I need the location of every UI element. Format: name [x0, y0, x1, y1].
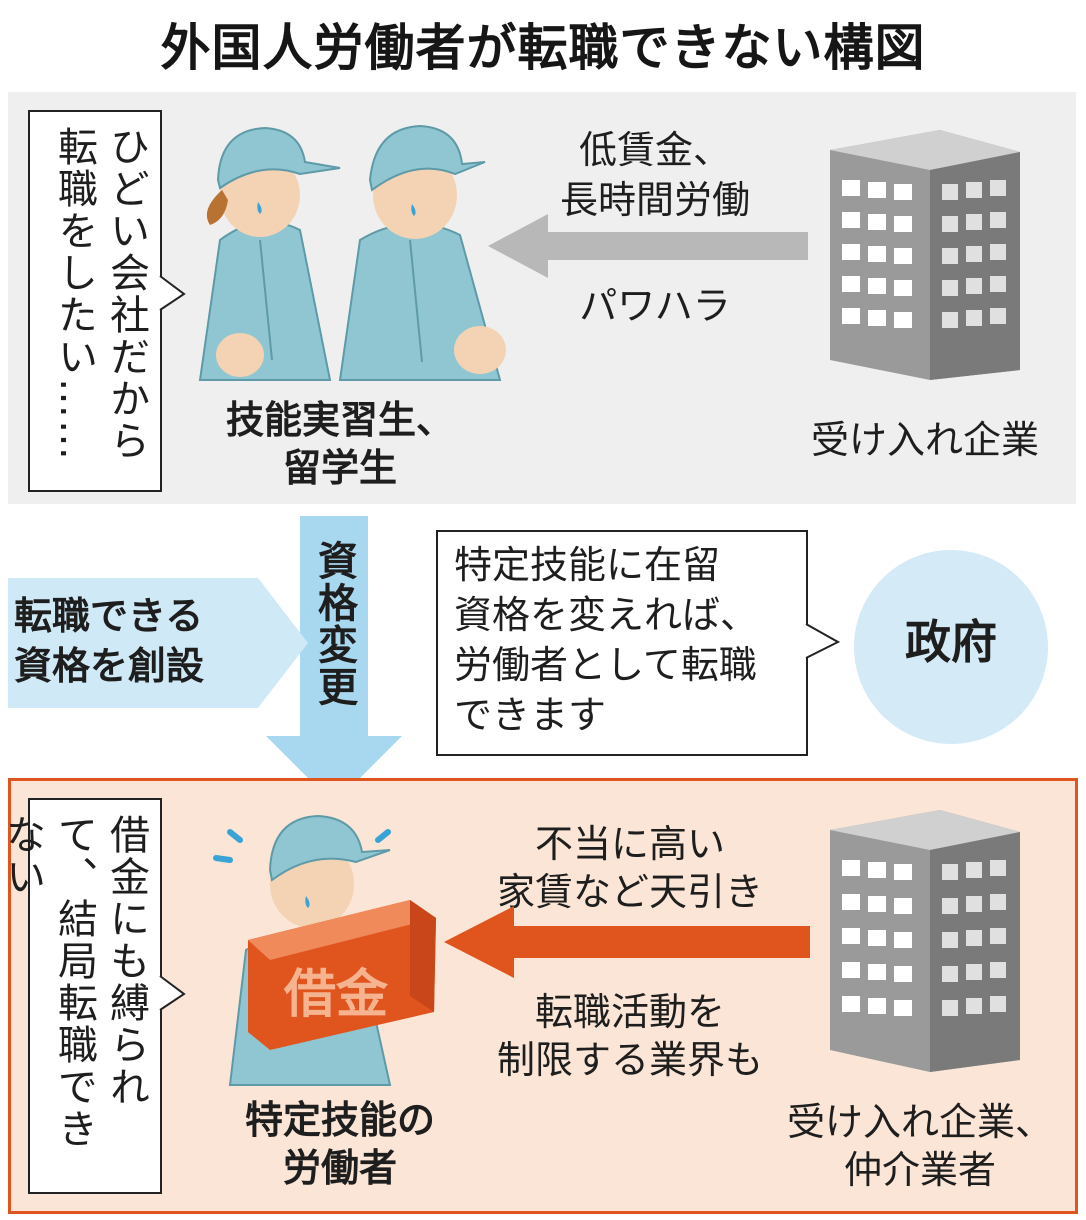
- gov-speech-line-4: できます: [454, 693, 607, 737]
- side-arrow-line1: 転職できる: [14, 594, 204, 638]
- down-arrow-icon: [266, 516, 402, 804]
- worker-speech-bubble: ひどい会社だから転職をしたい……: [28, 110, 162, 492]
- company-label: 受け入れ企業: [810, 418, 1039, 462]
- side-arrow-icon: [8, 578, 308, 708]
- bottom-company-label-line2: 仲介業者: [843, 1148, 996, 1192]
- government-circle: [854, 550, 1048, 744]
- government-label: 政府: [905, 615, 997, 669]
- bottom-worker-label-line2: 労働者: [282, 1146, 397, 1190]
- bottom-arrow-text-line2: 家賃など天引き: [496, 870, 763, 914]
- debt-label: 借金: [284, 965, 389, 1025]
- arrow-text-line2: 長時間労働: [559, 178, 750, 222]
- government-speech-bubble: 特定技能に在留 資格を変えれば、 労働者として転職 できます: [436, 530, 808, 756]
- building-icon: [830, 810, 1020, 1072]
- bottom-arrow-text-line1: 不当に高い: [534, 822, 725, 866]
- arrow-text-line3: パワハラ: [579, 284, 731, 328]
- speech-tail-icon: [805, 623, 841, 659]
- gov-speech-line-3: 労働者として転職: [454, 643, 757, 687]
- bottom-worker-speech-bubble: 借金にも縛られて、結局転職できない: [0, 798, 162, 1194]
- worker-label-line1: 技能実習生、: [225, 398, 454, 442]
- debt-worker-icon: [213, 814, 436, 1086]
- bottom-arrow-text-line4: 制限する業界も: [496, 1038, 763, 1082]
- gov-speech-line-2: 資格を変えれば、: [454, 593, 759, 637]
- left-arrow-icon: [444, 906, 810, 978]
- bottom-company-label-line1: 受け入れ企業、: [786, 1100, 1053, 1144]
- building-icon: [830, 130, 1020, 380]
- bottom-arrow-text-line3: 転職活動を: [534, 990, 725, 1034]
- left-arrow-icon: [488, 214, 808, 278]
- side-arrow-line2: 資格を創設: [14, 644, 205, 688]
- worker-label-line2: 留学生: [282, 446, 397, 490]
- worker-figures-icon: [198, 124, 506, 381]
- gov-speech-line-1: 特定技能に在留: [454, 543, 721, 587]
- page-title: 外国人労働者が転職できない構図: [160, 19, 926, 77]
- speech-tail-icon: [159, 275, 186, 311]
- bottom-worker-label-line1: 特定技能の: [244, 1098, 435, 1142]
- speech-tail-icon: [159, 975, 186, 1011]
- arrow-text-line1: 低賃金、: [578, 128, 731, 172]
- vertical-arrow-text: 資格変更: [311, 540, 357, 708]
